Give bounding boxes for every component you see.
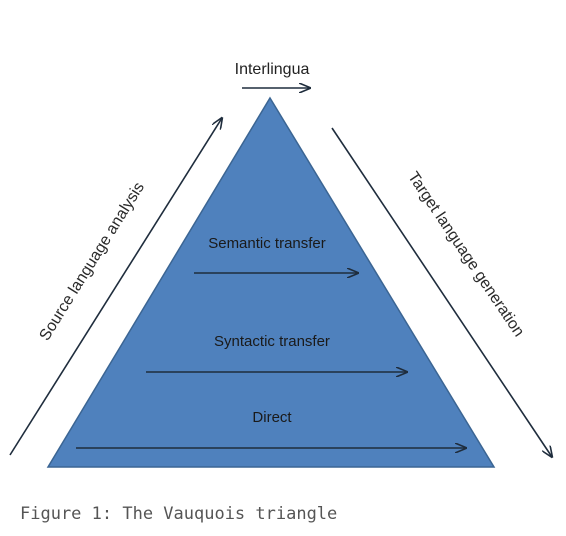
semantic-transfer-label: Semantic transfer <box>208 235 326 252</box>
syntactic-transfer-label: Syntactic transfer <box>214 333 330 350</box>
figure-caption: Figure 1: The Vauquois triangle <box>20 504 338 524</box>
source-analysis-arrow <box>9 118 222 456</box>
interlingua-label: Interlingua <box>235 61 310 78</box>
direct-label: Direct <box>252 409 292 426</box>
target-generation-arrow <box>331 127 552 457</box>
target-language-generation-label: Target language generation <box>404 169 527 340</box>
vauquois-triangle <box>46 96 496 468</box>
